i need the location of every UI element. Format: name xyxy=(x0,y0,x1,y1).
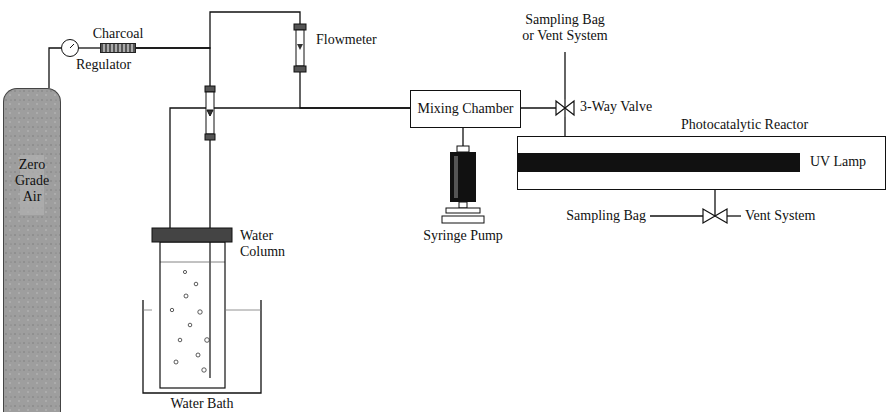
water-column: Water Column xyxy=(152,228,232,388)
node-label: Syringe Pump xyxy=(423,228,503,244)
column-drawing xyxy=(152,228,232,388)
syringe-pump: Syringe Pump xyxy=(440,140,486,224)
flowmeter-symbol: Flowmeter xyxy=(294,24,306,72)
cylinder-texture xyxy=(4,89,60,412)
node-label: 3-Way Valve xyxy=(580,99,652,115)
pipe-line xyxy=(49,48,61,88)
node-label: Zero Grade Air xyxy=(7,157,57,205)
node-label: Regulator xyxy=(76,57,131,73)
outlet-note: Vent System xyxy=(745,208,815,224)
node-sublabel: UV Lamp xyxy=(810,154,866,170)
two-way-valve xyxy=(703,209,727,223)
node-label: Charcoal xyxy=(93,26,144,42)
pipe-line xyxy=(79,47,100,48)
vent-line xyxy=(727,215,741,216)
valve-drawing xyxy=(556,99,574,117)
pipe-line xyxy=(564,117,565,136)
flowmeter-symbol xyxy=(205,86,215,140)
pipe-line xyxy=(300,72,410,108)
bag-line xyxy=(650,215,703,216)
pump-drawing xyxy=(440,140,486,224)
valve-symbol: 3-Way Valve xyxy=(556,99,574,117)
pipe-line xyxy=(136,12,300,48)
regulator-gauge: Regulator xyxy=(61,39,79,57)
reactor-outlet-line xyxy=(714,190,715,216)
flowmeter-drawing xyxy=(294,24,306,72)
node-label: Flowmeter xyxy=(316,32,377,48)
charcoal-filter: Charcoal xyxy=(100,43,136,53)
node-label: Water Column xyxy=(240,228,292,260)
bath-drawing xyxy=(142,300,262,394)
reactor-box: Photocatalytic ReactorUV Lamp xyxy=(517,136,886,190)
bubbles xyxy=(170,270,209,372)
pipe-line xyxy=(462,128,463,140)
uv-lamp-band xyxy=(518,153,800,172)
water-level xyxy=(160,262,225,263)
node-label: Photocatalytic Reactor xyxy=(681,117,808,133)
water-bath: Water Bath xyxy=(142,300,262,394)
pipe-line xyxy=(136,48,210,228)
outlet-note: Sampling Bag xyxy=(566,208,646,224)
pipe-line xyxy=(521,107,556,108)
valve-outlet-line xyxy=(564,52,565,99)
node-label: Water Bath xyxy=(170,396,233,412)
outlet-note: Sampling Bag or Vent System xyxy=(517,12,614,44)
process-box: Mixing Chamber xyxy=(410,90,521,128)
gauge-needle xyxy=(62,40,78,56)
node-label: Mixing Chamber xyxy=(411,91,520,127)
gas-cylinder: Zero Grade Air xyxy=(3,88,61,412)
